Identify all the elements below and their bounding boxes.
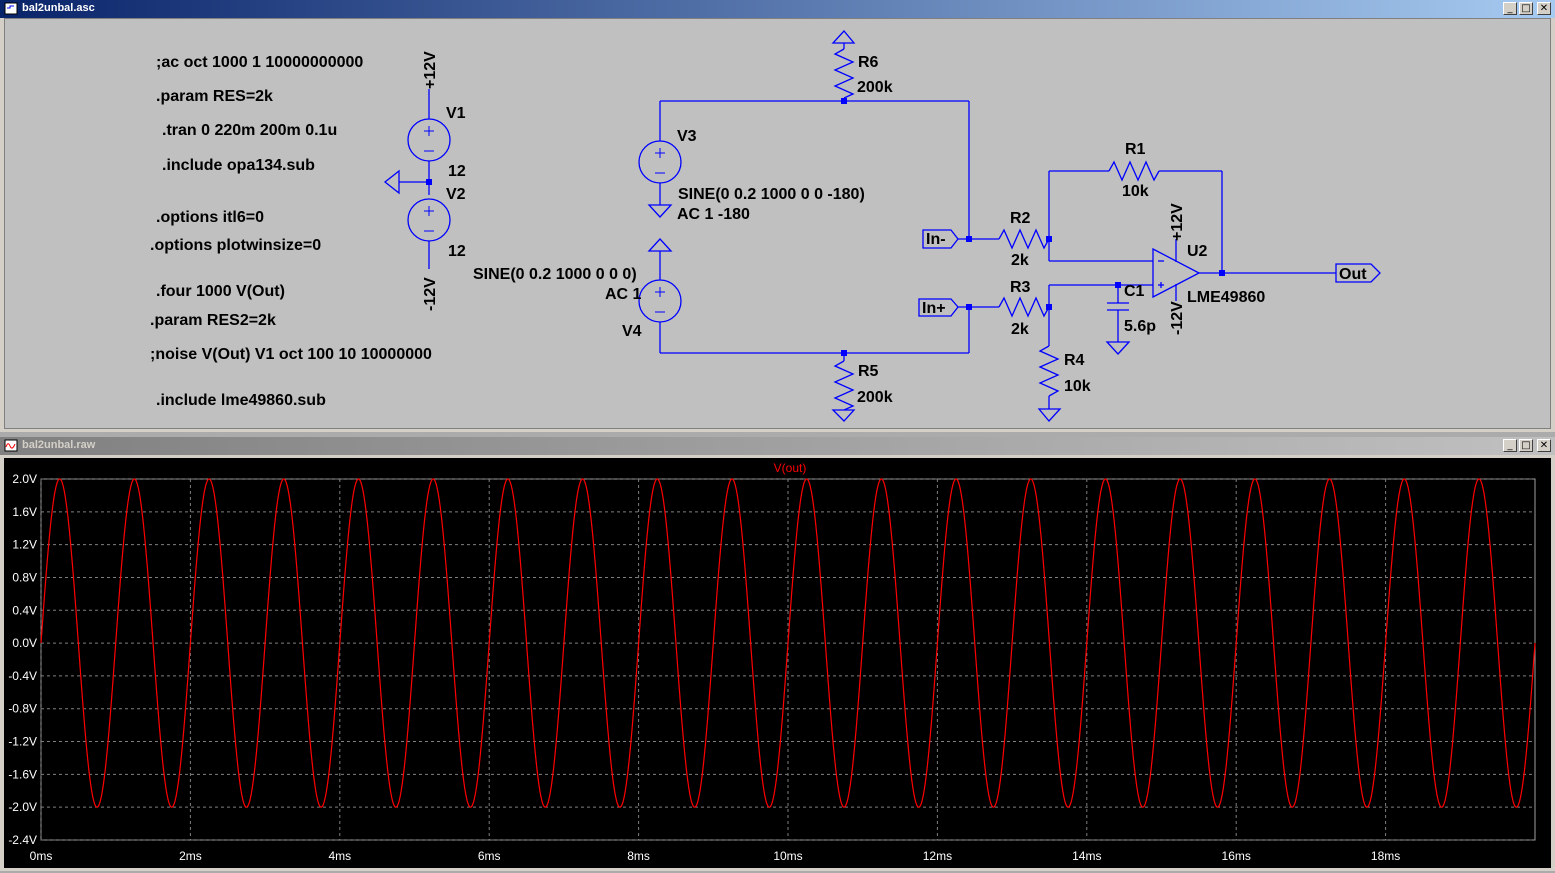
- r3-value: 2k: [1011, 321, 1029, 338]
- minimize-button[interactable]: _: [1503, 2, 1517, 15]
- waveform-titlebar[interactable]: bal2unbal.raw _ □ ✕: [0, 437, 1555, 455]
- y-tick-label: 0.4V: [12, 603, 37, 617]
- in-minus-label: In-: [926, 231, 946, 248]
- schematic-doc-icon: [4, 2, 18, 15]
- x-tick-label: 8ms: [627, 849, 650, 863]
- v2-label: V2: [446, 186, 466, 203]
- y-tick-label: -0.8V: [8, 702, 37, 716]
- v1-value: 12: [448, 163, 466, 180]
- trace-label-vout[interactable]: V(out): [774, 461, 807, 475]
- v3-sine: SINE(0 0.2 1000 0 0 -180): [678, 186, 865, 203]
- waveform-maximize-button[interactable]: □: [1519, 439, 1533, 452]
- c1-label: C1: [1124, 283, 1145, 300]
- v4-sine: SINE(0 0.2 1000 0 0 0): [473, 266, 637, 283]
- r3-label: R3: [1010, 279, 1031, 296]
- r4-value: 10k: [1064, 378, 1091, 395]
- c1-value: 5.6p: [1124, 318, 1156, 335]
- out-label: Out: [1339, 266, 1367, 283]
- y-tick-label: 1.2V: [12, 538, 37, 552]
- schematic-title: bal2unbal.asc: [22, 2, 95, 14]
- directive-options-itl6: .options itl6=0: [156, 209, 264, 226]
- directive-param-res: .param RES=2k: [156, 88, 273, 105]
- directive-options-plotwinsize: .options plotwinsize=0: [150, 237, 321, 254]
- maximize-button[interactable]: □: [1519, 2, 1533, 15]
- schematic-drawing: ;ac oct 1000 1 10000000000 .param RES=2k…: [150, 30, 1381, 422]
- v4-label: V4: [622, 323, 642, 340]
- v1-label: V1: [446, 105, 466, 122]
- v3-ac: AC 1 -180: [677, 206, 750, 223]
- directive-noise: ;noise V(Out) V1 oct 100 10 10000000: [150, 346, 432, 363]
- in-plus-label: In+: [922, 300, 946, 317]
- r4-label: R4: [1064, 352, 1085, 369]
- r1-label: R1: [1125, 141, 1146, 158]
- y-tick-label: -0.4V: [8, 669, 37, 683]
- x-tick-label: 10ms: [773, 849, 802, 863]
- x-tick-label: 0ms: [30, 849, 53, 863]
- x-tick-label: 6ms: [478, 849, 501, 863]
- y-tick-label: 0.0V: [12, 636, 37, 650]
- y-tick-label: -1.6V: [8, 767, 37, 781]
- waveform-minimize-button[interactable]: _: [1503, 439, 1517, 452]
- u2-label: U2: [1187, 243, 1208, 260]
- directive-param-res2: .param RES2=2k: [150, 312, 276, 329]
- x-tick-label: 18ms: [1371, 849, 1400, 863]
- schematic-window: bal2unbal.asc _ □ ✕: [0, 0, 1555, 432]
- schematic-canvas[interactable]: ;ac oct 1000 1 10000000000 .param RES=2k…: [4, 18, 1551, 429]
- waveform-plot[interactable]: V(out) 2.0V 1.6V 1.2V 0.8V 0.4V 0.0V -0.4V -0.8…: [4, 458, 1551, 868]
- waveform-icon: [4, 439, 18, 452]
- v2-minus12-label: -12V: [422, 277, 439, 311]
- r5-value: 200k: [857, 389, 893, 406]
- r6-value: 200k: [857, 79, 893, 96]
- x-tick-label: 12ms: [923, 849, 952, 863]
- r5-label: R5: [858, 363, 879, 380]
- y-tick-label: 0.8V: [12, 570, 37, 584]
- r2-label: R2: [1010, 210, 1031, 227]
- directive-include-lme49860: .include lme49860.sub: [156, 392, 326, 409]
- v2-value: 12: [448, 243, 466, 260]
- y-tick-label: -2.4V: [8, 833, 37, 847]
- x-tick-label: 2ms: [179, 849, 202, 863]
- y-tick-label: 1.6V: [12, 505, 37, 519]
- directive-ac: ;ac oct 1000 1 10000000000: [156, 54, 363, 71]
- x-tick-label: 4ms: [328, 849, 351, 863]
- u2-minus12-label: -12V: [1169, 301, 1186, 335]
- directive-tran: .tran 0 220m 200m 0.1u: [162, 122, 337, 139]
- v1-plus12-label: +12V: [422, 51, 439, 89]
- y-tick-label: 2.0V: [12, 472, 37, 486]
- schematic-titlebar[interactable]: bal2unbal.asc _ □ ✕: [0, 0, 1555, 18]
- x-tick-label: 14ms: [1072, 849, 1101, 863]
- r6-label: R6: [858, 54, 879, 71]
- u2-plus12-label: +12V: [1169, 203, 1186, 241]
- r2-value: 2k: [1011, 252, 1029, 269]
- v4-ac: AC 1: [605, 286, 642, 303]
- y-tick-label: -1.2V: [8, 735, 37, 749]
- directive-four: .four 1000 V(Out): [156, 283, 285, 300]
- waveform-close-button[interactable]: ✕: [1537, 439, 1551, 452]
- r1-value: 10k: [1122, 183, 1149, 200]
- waveform-chart: V(out) 2.0V 1.6V 1.2V 0.8V 0.4V 0.0V -0.4V -0.8…: [8, 461, 1536, 863]
- v3-label: V3: [677, 128, 697, 145]
- close-button[interactable]: ✕: [1537, 2, 1551, 15]
- waveform-title: bal2unbal.raw: [22, 439, 96, 451]
- x-tick-label: 16ms: [1222, 849, 1251, 863]
- directive-include-opa134: .include opa134.sub: [162, 157, 315, 174]
- y-tick-label: -2.0V: [8, 800, 37, 814]
- trace-vout: [40, 478, 1536, 808]
- u2-model: LME49860: [1187, 289, 1265, 306]
